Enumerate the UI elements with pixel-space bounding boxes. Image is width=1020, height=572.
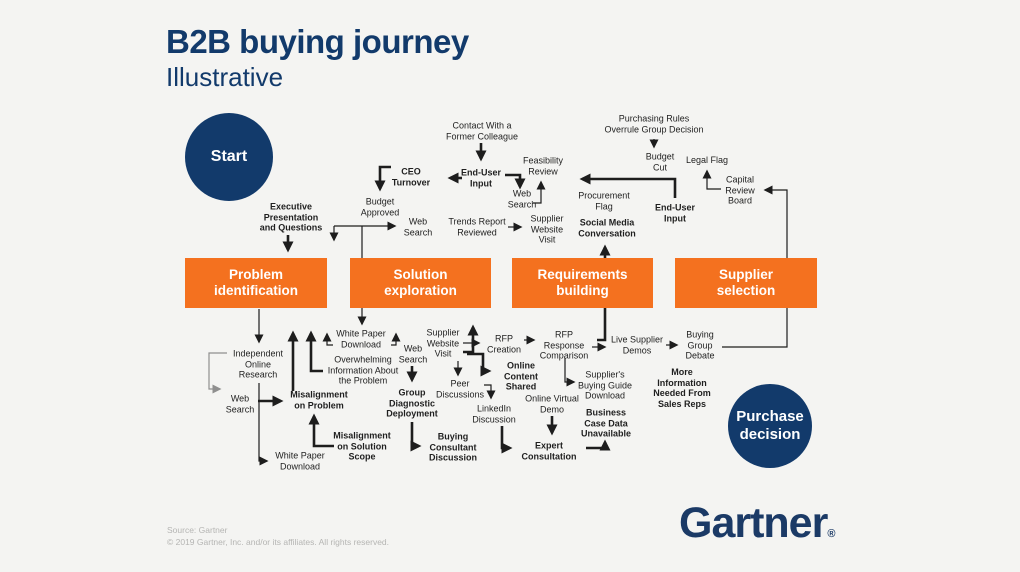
start-circle: Start bbox=[185, 113, 273, 201]
gartner-logo-text: Gartner bbox=[679, 499, 828, 547]
node-expert-consultation: Expert Consultation bbox=[521, 440, 577, 462]
node-trends-report-reviewed: Trends Report Reviewed bbox=[448, 216, 506, 238]
stage-problem-identification: Problem identification bbox=[185, 258, 327, 308]
node-misalignment-on-problem: Misalignment on Problem bbox=[290, 389, 348, 411]
node-contact-former-colleague: Contact With a Former Colleague bbox=[445, 120, 519, 142]
node-live-supplier-demos: Live Supplier Demos bbox=[610, 334, 664, 356]
stage-solution-exploration: Solution exploration bbox=[350, 258, 491, 308]
node-budget-approved: Budget Approved bbox=[360, 196, 400, 218]
node-end-user-input-top: End-User Input bbox=[460, 167, 502, 189]
node-overwhelming-information: Overwhelming Information About the Probl… bbox=[327, 354, 399, 386]
node-group-diagnostic-deployment: Group Diagnostic Deployment bbox=[386, 387, 438, 419]
node-feasibility-review: Feasibility Review bbox=[522, 155, 564, 177]
node-executive-presentation: Executive Presentation and Questions bbox=[259, 201, 323, 233]
node-end-user-input-right: End-User Input bbox=[654, 202, 696, 224]
page-subtitle: Illustrative bbox=[166, 62, 284, 92]
node-social-media-conversation: Social Media Conversation bbox=[578, 217, 636, 239]
node-online-content-shared: Online Content Shared bbox=[504, 360, 538, 392]
node-web-search-mid: Web Search bbox=[398, 343, 428, 365]
registered-mark: ® bbox=[827, 528, 836, 540]
node-budget-cut: Budget Cut bbox=[645, 151, 675, 173]
node-legal-flag: Legal Flag bbox=[685, 154, 729, 165]
node-rfp-creation: RFP Creation bbox=[486, 333, 522, 355]
node-supplier-website-visit-top: Supplier Website Visit bbox=[530, 213, 564, 245]
node-independent-online-research: Independent Online Research bbox=[232, 348, 284, 380]
footer-source: Source: Gartner bbox=[167, 525, 228, 535]
node-ceo-turnover: CEO Turnover bbox=[391, 166, 431, 188]
node-buying-consultant-discussion: Buying Consultant Discussion bbox=[428, 431, 478, 463]
node-buying-group-debate: Buying Group Debate bbox=[685, 329, 715, 361]
node-white-paper-download-top: White Paper Download bbox=[336, 328, 386, 350]
node-misalignment-on-solution-scope: Misalignment on Solution Scope bbox=[333, 430, 391, 462]
node-more-information-needed: More Information Needed From Sales Reps bbox=[653, 367, 711, 409]
node-web-search-feasibility: Web Search bbox=[507, 188, 537, 210]
gartner-logo: Gartner® bbox=[679, 501, 835, 556]
node-peer-discussions: Peer Discussions bbox=[435, 378, 485, 400]
node-rfp-response-comparison: RFP Response Comparison bbox=[539, 329, 589, 361]
page-title: B2B buying journey bbox=[166, 23, 469, 60]
node-supplier-website-visit-bottom: Supplier Website Visit bbox=[426, 327, 460, 359]
purchase-decision-circle: Purchase decision bbox=[728, 384, 812, 468]
node-web-search-budget: Web Search bbox=[403, 216, 433, 238]
node-suppliers-buying-guide-download: Supplier's Buying Guide Download bbox=[577, 369, 633, 401]
node-capital-review-board: Capital Review Board bbox=[725, 174, 755, 206]
stage-supplier-selection: Supplier selection bbox=[675, 258, 817, 308]
node-procurement-flag: Procurement Flag bbox=[578, 190, 630, 212]
header: B2B buying journey Illustrative bbox=[166, 23, 469, 93]
node-business-case-data-unavailable: Business Case Data Unavailable bbox=[580, 407, 632, 439]
node-white-paper-download-bottom: White Paper Download bbox=[275, 450, 325, 472]
node-online-virtual-demo: Online Virtual Demo bbox=[525, 393, 579, 415]
stage-requirements-building: Requirements building bbox=[512, 258, 653, 308]
node-web-search-left: Web Search bbox=[225, 393, 255, 415]
footer: Source: Gartner © 2019 Gartner, Inc. and… bbox=[167, 524, 389, 548]
node-purchasing-rules: Purchasing Rules Overrule Group Decision bbox=[604, 113, 704, 135]
footer-copyright: © 2019 Gartner, Inc. and/or its affiliat… bbox=[167, 537, 390, 547]
node-linkedin-discussion: LinkedIn Discussion bbox=[472, 403, 516, 425]
